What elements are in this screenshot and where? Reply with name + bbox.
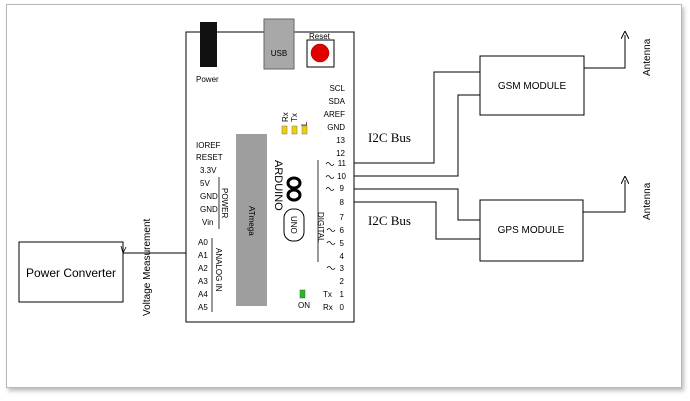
pin-3v3: 3.3V — [200, 166, 217, 175]
i2c-bus-label-bottom: I2C Bus — [368, 213, 411, 228]
voltage-arrow-icon — [120, 245, 127, 255]
pin-a2: A2 — [198, 264, 208, 273]
rx-pin-label: Rx — [323, 303, 333, 312]
pin-11: 11 — [338, 159, 347, 168]
on-label: ON — [298, 301, 310, 310]
pin-5v: 5V — [200, 179, 210, 188]
pin-8: 8 — [340, 198, 345, 207]
l-led — [301, 125, 308, 135]
wire-pin10-gsm — [354, 94, 480, 177]
pin-9: 9 — [340, 184, 345, 193]
pin-gnd-3: GND — [327, 123, 345, 132]
digital-group-label: DIGITAL — [316, 212, 325, 243]
digital-pins-bottom: 7 6 5 4 3 2 1 0 — [340, 213, 345, 312]
gps-antenna-label: Antenna — [642, 182, 653, 220]
wire-pin8-gps — [354, 201, 480, 240]
pin-aref: AREF — [324, 110, 345, 119]
wire-pin9-gps — [354, 188, 480, 221]
arduino-infinity-icon — [286, 176, 302, 202]
arduino-brand: ARDUINO — [272, 160, 284, 211]
pin-scl: SCL — [329, 84, 345, 93]
reset-label: Reset — [309, 32, 331, 41]
tx-led — [291, 125, 298, 135]
rx-led — [281, 125, 288, 135]
pin-reset: RESET — [196, 153, 223, 162]
pin-5: 5 — [340, 239, 345, 248]
pin-12: 12 — [336, 149, 345, 158]
uno-badge — [283, 208, 305, 242]
pin-4: 4 — [340, 252, 345, 261]
pin-7: 7 — [340, 213, 345, 222]
atmega-chip — [236, 134, 267, 306]
led-label-rx: Rx — [281, 112, 290, 122]
digital-pins-top: SCL SDA AREF GND 13 12 11 10 9 8 — [324, 84, 347, 207]
i2c-bus-label-top: I2C Bus — [368, 130, 411, 145]
gsm-module — [479, 55, 585, 116]
uno-label: UNO — [289, 216, 298, 234]
chip-label: ATmega — [247, 206, 256, 236]
power-jack-label: Power — [196, 75, 219, 84]
gps-module-label: GPS MODULE — [498, 225, 565, 236]
led-label-l: L — [300, 121, 309, 126]
power-converter-label: Power Converter — [26, 266, 116, 280]
wire-pin11-gsm — [354, 71, 480, 164]
pin-gnd-1: GND — [200, 192, 218, 201]
power-group-label: POWER — [220, 188, 229, 218]
pin-13: 13 — [336, 136, 345, 145]
reset-button — [310, 43, 330, 63]
pin-1: 1 — [340, 290, 345, 299]
on-led — [299, 289, 306, 299]
voltage-measurement-label: Voltage Measurement — [142, 218, 153, 316]
pwm-markers — [325, 162, 336, 270]
pin-a5: A5 — [198, 303, 208, 312]
gsm-antenna-label: Antenna — [642, 38, 653, 76]
led-label-tx: Tx — [290, 113, 299, 122]
power-jack — [200, 22, 217, 67]
pin-3: 3 — [340, 264, 345, 273]
pin-a1: A1 — [198, 251, 208, 260]
pin-ioref: IOREF — [196, 141, 221, 150]
gps-module — [479, 199, 584, 262]
power-converter-box — [18, 241, 124, 303]
pin-vin: Vin — [202, 218, 213, 227]
pin-a0: A0 — [198, 238, 208, 247]
pin-gnd-2: GND — [200, 205, 218, 214]
gsm-antenna-icon — [584, 35, 625, 69]
usb-port — [263, 18, 295, 70]
pin-6: 6 — [340, 226, 345, 235]
pin-a3: A3 — [198, 277, 208, 286]
analog-pins: A0 A1 A2 A3 A4 A5 — [198, 238, 208, 312]
pin-2: 2 — [340, 277, 345, 286]
pin-10: 10 — [337, 172, 346, 181]
pin-sda: SDA — [329, 97, 346, 106]
analog-group-label: ANALOG IN — [214, 248, 223, 292]
usb-label: USB — [271, 49, 287, 58]
gsm-module-label: GSM MODULE — [498, 81, 567, 92]
pin-0: 0 — [340, 303, 345, 312]
tx-pin-label: Tx — [323, 290, 332, 299]
gps-antenna-icon — [583, 180, 625, 213]
power-pins: IOREF RESET 3.3V 5V GND GND Vin — [196, 141, 223, 227]
pin-a4: A4 — [198, 290, 208, 299]
